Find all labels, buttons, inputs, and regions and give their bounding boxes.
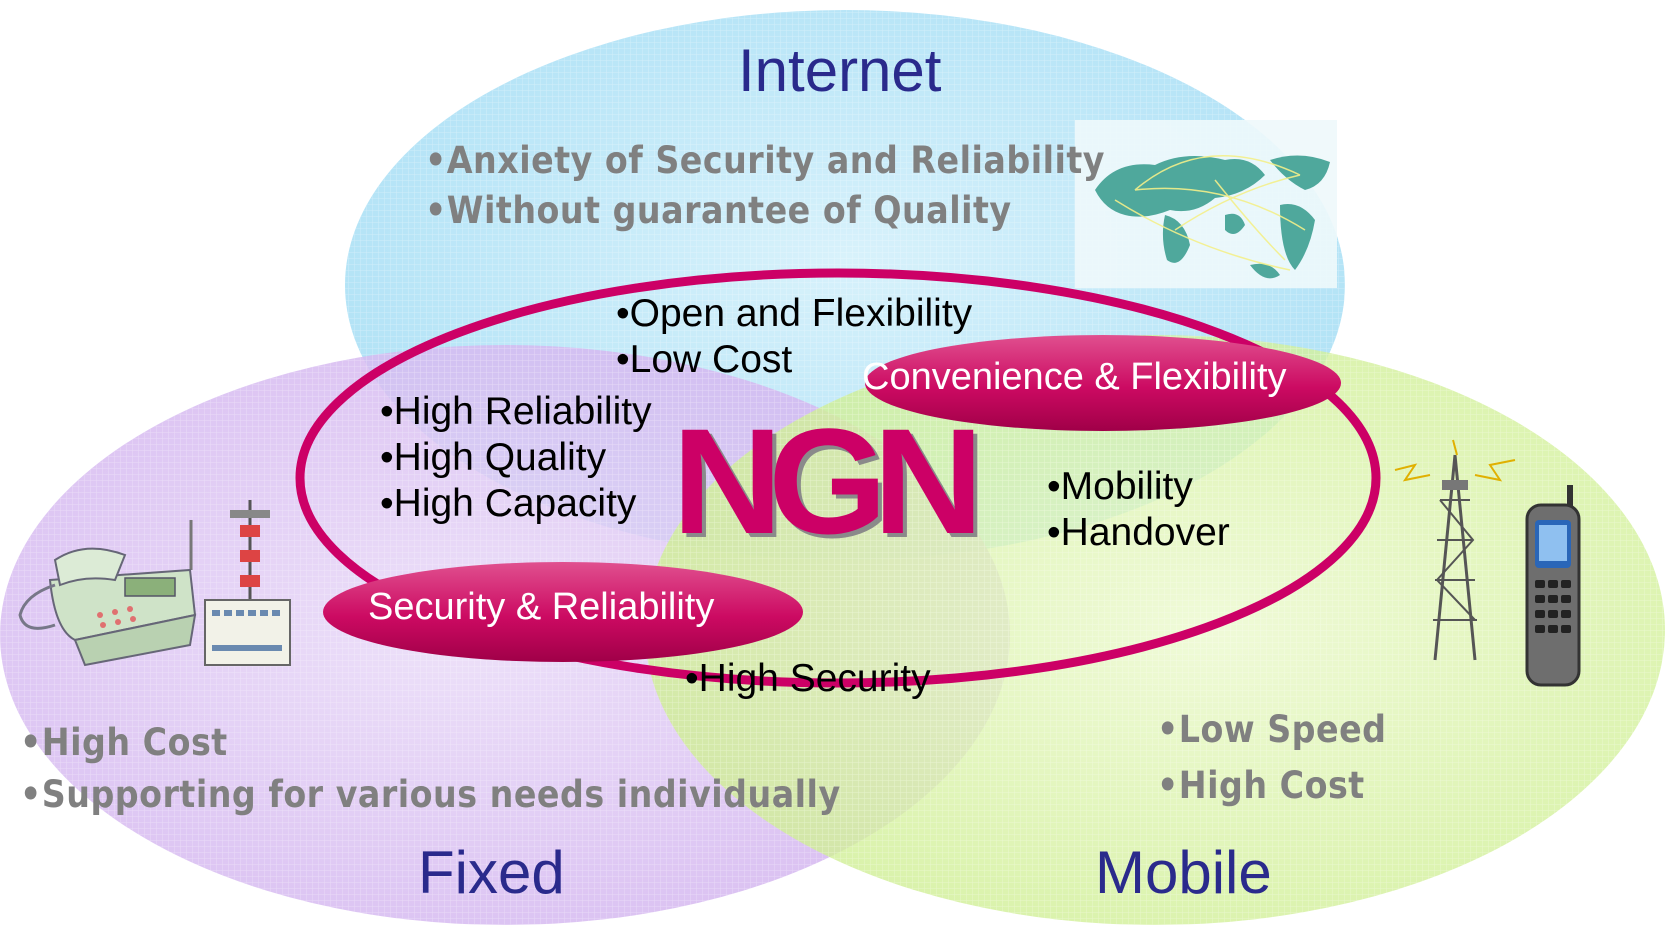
cell-tower-icon (1394, 439, 1516, 661)
internet-point-1: •Anxiety of Security and Reliability (425, 139, 1106, 182)
internet-title: Internet (738, 37, 942, 104)
mobile-point-1: •Low Speed (1157, 708, 1387, 751)
ngn-right-point-1: •Mobility (1047, 465, 1193, 508)
security-badge-shape (323, 562, 803, 662)
exchange-tower-icon (204, 500, 291, 666)
fixed-title: Fixed (418, 839, 565, 906)
mobile-title: Mobile (1095, 839, 1272, 906)
ngn-top-point-2: •Low Cost (616, 338, 793, 381)
ngn-left-point-1: •High Reliability (380, 390, 652, 433)
internet-point-2: •Without guarantee of Quality (425, 189, 1012, 232)
mobile-point-2: •High Cost (1157, 764, 1365, 807)
mobile-phone-icon (1525, 485, 1581, 687)
convenience-flexibility-badge: Convenience & Flexibility (862, 356, 1287, 398)
world-map-icon (1075, 120, 1337, 288)
ngn-right-point-2: •Handover (1047, 511, 1230, 554)
ngn-left-point-2: •High Quality (380, 436, 607, 479)
ngn-bottom-point: •High Security (685, 657, 931, 700)
telephone-icon (18, 520, 197, 667)
ngn-left-point-3: •High Capacity (380, 482, 637, 525)
ngn-top-point-1: •Open and Flexibility (616, 292, 973, 335)
fixed-point-1: •High Cost (20, 721, 228, 764)
fixed-point-2: •Supporting for various needs individual… (20, 773, 841, 816)
ngn-title: NGN (672, 397, 983, 565)
security-reliability-badge: Security & Reliability (368, 586, 715, 628)
ngn-ring (295, 268, 1381, 688)
convenience-badge-shape (865, 335, 1341, 431)
